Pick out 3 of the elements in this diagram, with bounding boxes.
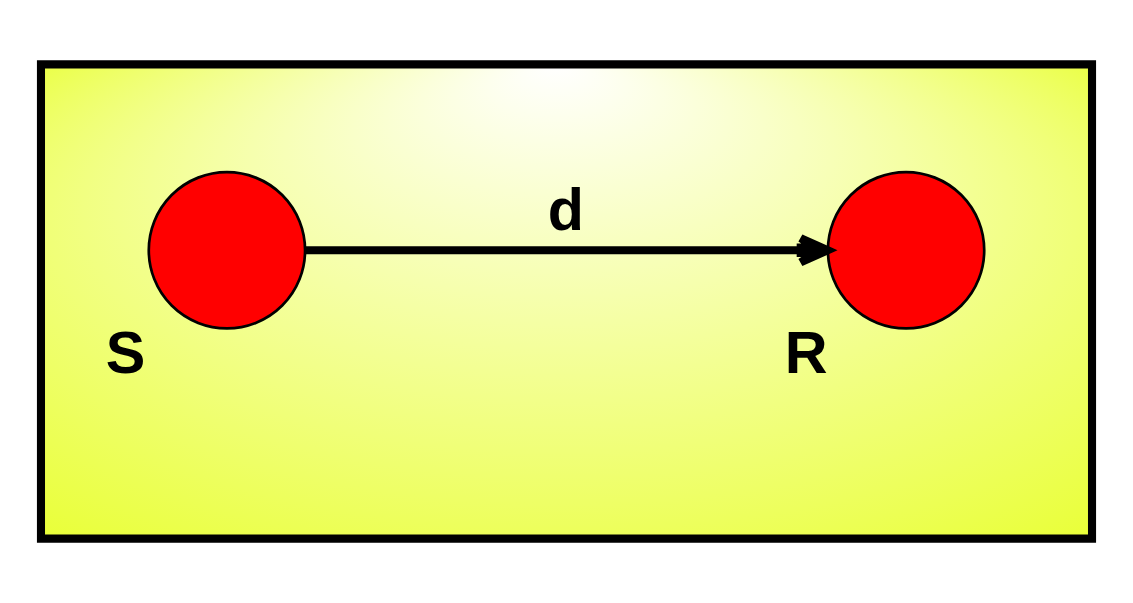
node-label: S	[105, 319, 146, 387]
node-label: R	[784, 319, 828, 387]
edge-label: d	[547, 176, 584, 244]
